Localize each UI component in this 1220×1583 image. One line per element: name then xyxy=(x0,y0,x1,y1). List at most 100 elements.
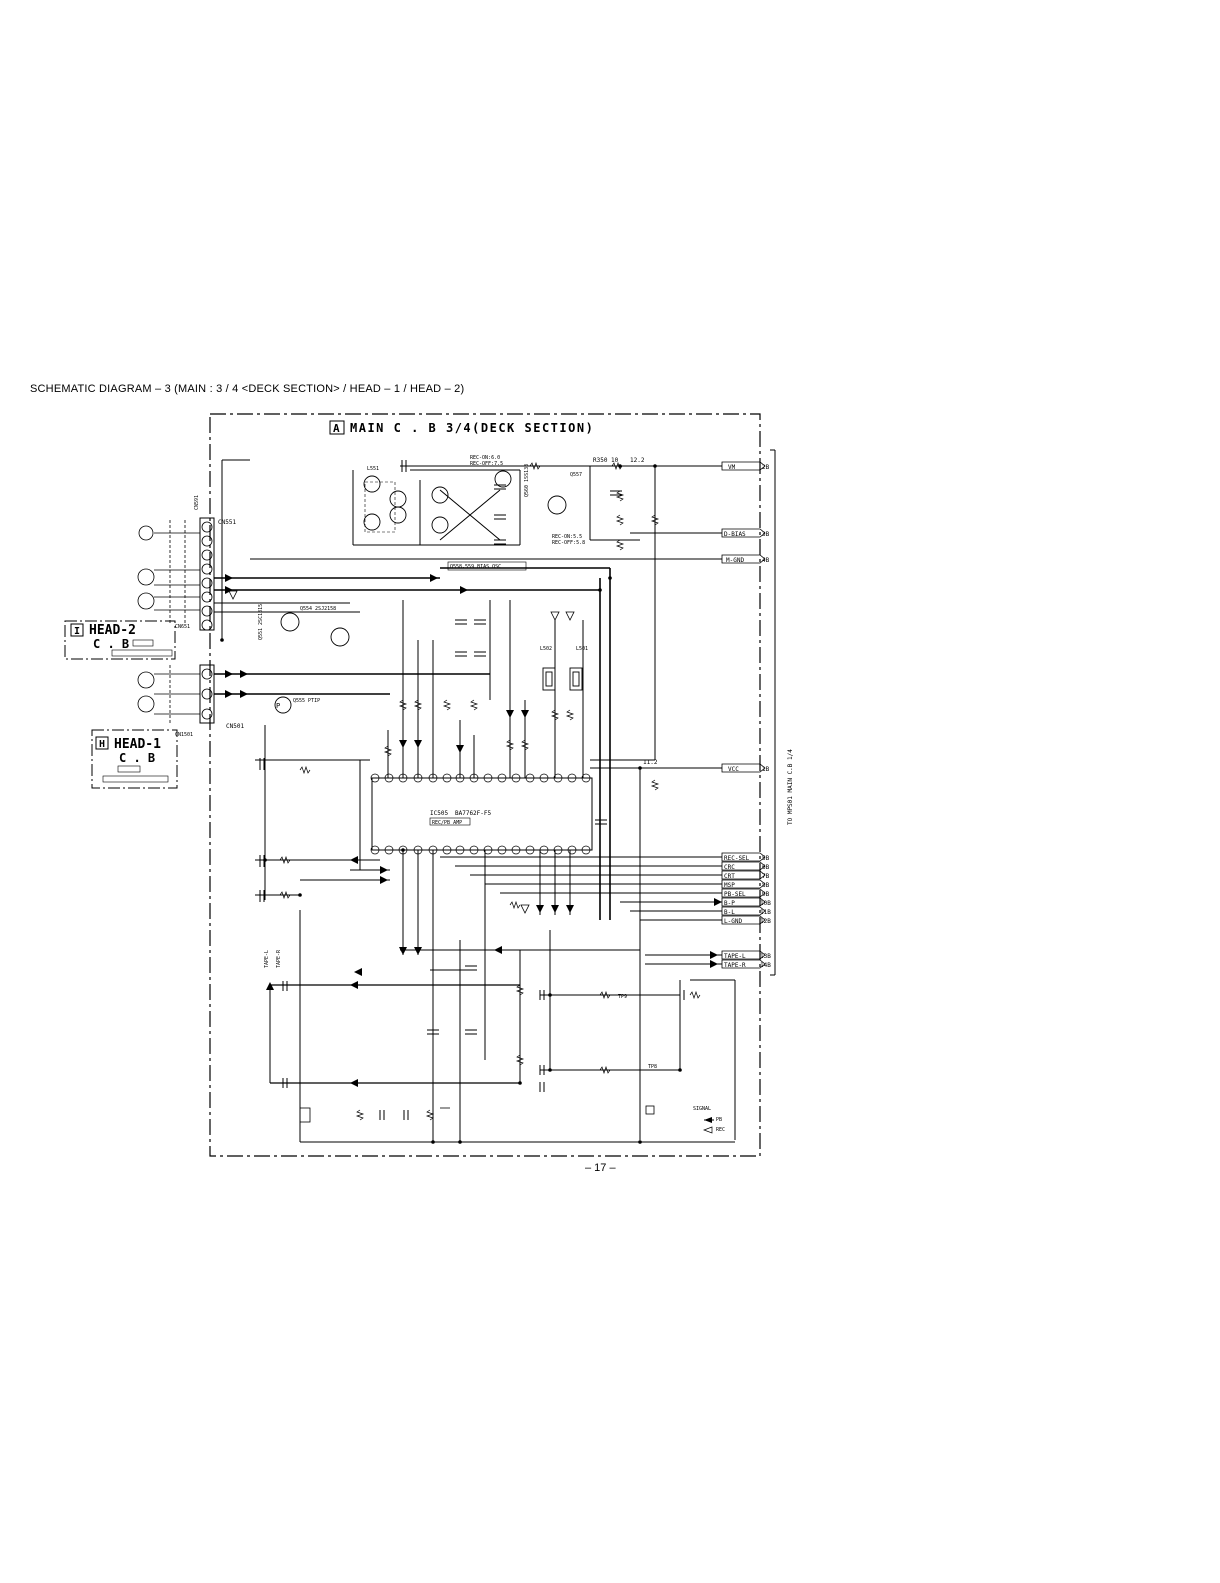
coil-l501 xyxy=(569,667,583,691)
q560-label: Q560 1SS133 xyxy=(524,464,530,497)
head1-subtitle: C . B xyxy=(119,751,155,765)
connector-d-bias: D-BIAS 3B xyxy=(721,528,770,538)
cn591-label: CN591 xyxy=(194,495,200,510)
svg-text:REC-SEL: REC-SEL xyxy=(724,855,750,862)
main-board-letter: A xyxy=(333,422,340,435)
head2-title: HEAD-2 xyxy=(89,623,136,638)
svg-text:11B: 11B xyxy=(760,909,771,916)
connector-pin: 1B xyxy=(762,766,770,773)
connector-pin: 4B xyxy=(762,557,770,564)
ic505: IC505 BA7762F-F5 REC/PB AMP xyxy=(370,773,593,855)
head1-board: H HEAD-1 C . B xyxy=(91,729,178,789)
svg-text:6B: 6B xyxy=(762,864,770,871)
svg-text:7B: 7B xyxy=(762,873,770,880)
connector-b-p: B-P 10B xyxy=(721,897,771,907)
svg-text:10B: 10B xyxy=(760,900,771,907)
connector-crt: CRT 7B xyxy=(721,870,770,880)
head1-letter: H xyxy=(99,739,105,750)
coil-l502 xyxy=(542,667,556,691)
svg-text:TAPE-L: TAPE-L xyxy=(724,953,746,960)
svg-text:PB-SEL: PB-SEL xyxy=(724,891,746,898)
vm-voltage: 12.2 xyxy=(630,457,645,464)
cn651-label: CN651 xyxy=(175,624,190,630)
main-board-outline xyxy=(209,413,761,1157)
svg-text:12B: 12B xyxy=(760,918,771,925)
rec-on-1: REC-ON:6.0 xyxy=(470,455,500,461)
q551-label: Q551 2SC1815 xyxy=(258,604,264,640)
osc-label: Q558,559 BIAS OSC xyxy=(450,564,501,570)
svg-text:P: P xyxy=(276,702,280,710)
q557-label: Q557 xyxy=(570,472,582,478)
resistors xyxy=(279,461,701,1121)
signal-legend-arrows xyxy=(703,1117,714,1134)
q554-label: Q554 2SJ2158 xyxy=(300,606,336,612)
connector-pb-sel: PB-SEL 9B xyxy=(721,888,770,898)
connector-label: VM xyxy=(728,464,736,471)
svg-text:B-L: B-L xyxy=(724,909,735,916)
svg-text:CRT: CRT xyxy=(724,873,735,880)
cn551-label: CN551 xyxy=(218,519,236,526)
svg-text:8B: 8B xyxy=(762,882,770,889)
svg-text:B-P: B-P xyxy=(724,900,735,907)
vcc-voltage: 11.2 xyxy=(643,759,658,766)
connector-l-gnd: L-GND 12B xyxy=(721,915,771,925)
hollow-arrows xyxy=(228,590,575,914)
signal-caption: SIGNAL xyxy=(693,1106,711,1112)
junctions xyxy=(220,464,682,1144)
rec-off-1: REC-OFF:7.5 xyxy=(470,461,503,467)
connector-rec-sel: REC-SEL 5B xyxy=(721,852,770,862)
tape-r-vertical: TAPE-R xyxy=(276,949,282,968)
connector-label: M-GND xyxy=(726,557,744,564)
connector-b-l: B-L 11B xyxy=(721,906,771,916)
connector-label: D-BIAS xyxy=(724,531,746,538)
rec-off-2: REC-OFF:5.8 xyxy=(552,540,585,546)
tape-l-vertical: TAPE-L xyxy=(264,950,270,968)
svg-text:MSP: MSP xyxy=(724,882,735,889)
l502-label: L502 xyxy=(540,646,552,652)
pb-legend: PB xyxy=(716,1117,722,1123)
connector-vcc: VCC 1B xyxy=(721,763,770,773)
l501-label: L501 xyxy=(576,646,588,652)
svg-text:CRC: CRC xyxy=(724,864,735,871)
head2-board: I HEAD-2 C . B xyxy=(64,620,176,660)
connector-pin: 2B xyxy=(762,464,770,471)
wiring xyxy=(214,459,736,1143)
tp9-label: TP9 xyxy=(618,994,627,1000)
connector-vm: VM 2B xyxy=(721,461,770,471)
signal-arrows xyxy=(225,574,722,1087)
ic-part: BA7762F-F5 xyxy=(455,810,492,817)
svg-text:13B: 13B xyxy=(760,953,771,960)
cn1501-label: CN1501 xyxy=(175,732,193,738)
head1-title: HEAD-1 xyxy=(114,737,161,752)
transistors xyxy=(274,470,567,714)
svg-text:14B: 14B xyxy=(760,962,771,969)
cn551-block: CN551 CN591 CN651 xyxy=(175,495,236,631)
connector-pin: 3B xyxy=(762,531,770,538)
connector-crc: CRC 6B xyxy=(721,861,770,871)
q555-label: Q555 PTIP xyxy=(293,698,320,704)
capacitors xyxy=(259,460,685,1120)
main-board-title-text: MAIN C . B 3/4(DECK SECTION) xyxy=(350,421,594,435)
connector-label: VCC xyxy=(728,766,739,773)
head2-letter: I xyxy=(74,626,80,637)
tp8-label: TP8 xyxy=(648,1064,657,1070)
l551-label: L551 xyxy=(367,466,379,472)
connector-tape-r: TAPE-R 14B xyxy=(721,959,771,969)
connector-msp: MSP 8B xyxy=(721,879,770,889)
bottom-components xyxy=(299,1105,655,1123)
rec-on-2: REC-ON:5.5 xyxy=(552,534,582,540)
svg-text:9B: 9B xyxy=(762,891,770,898)
svg-text:L-GND: L-GND xyxy=(724,918,742,925)
svg-text:5B: 5B xyxy=(762,855,770,862)
head2-coils xyxy=(137,520,200,625)
connector-m-gnd: M-GND 4B xyxy=(721,554,770,564)
main-board-title: A MAIN C . B 3/4(DECK SECTION) xyxy=(329,420,594,435)
diagram-caption: SCHEMATIC DIAGRAM – 3 (MAIN : 3 / 4 <DEC… xyxy=(30,383,465,395)
rec-legend: REC xyxy=(716,1127,725,1133)
connector-tape-l: TAPE-L 13B xyxy=(721,950,771,960)
head1-coils xyxy=(137,665,200,725)
page-number: – 17 – xyxy=(585,1162,616,1174)
r350-label: R350 10 xyxy=(593,457,619,464)
ic-ref: IC505 xyxy=(430,810,448,817)
